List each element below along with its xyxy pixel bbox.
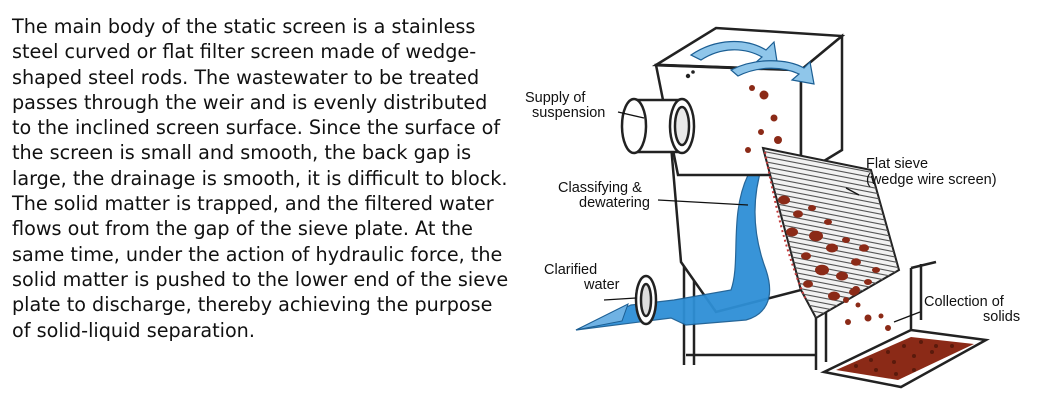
description-line: same time, under the action of hydraulic…: [12, 242, 517, 267]
collection-label: Collection of solids: [924, 294, 1020, 325]
sieve-solid: [815, 265, 829, 276]
tray-solid: [854, 364, 858, 368]
description-line: The main body of the static screen is a …: [12, 14, 517, 39]
static-screen-diagram: Supply of suspension Classifying & dewat…: [516, 0, 1059, 409]
description-line: of solid-liquid separation.: [12, 318, 517, 343]
description-line: steel curved or flat filter screen made …: [12, 39, 517, 64]
sieve-solid: [828, 292, 840, 301]
sieve-solid: [836, 272, 848, 281]
tray-solid: [886, 350, 890, 354]
sieve-solid: [801, 252, 811, 260]
tray-solid: [894, 372, 898, 376]
sieve-solid: [778, 196, 790, 205]
sieve-solid: [808, 205, 816, 211]
description-line: solid matter is pushed to the lower end …: [12, 267, 517, 292]
flat-sieve-label: Flat sieve (wedge wire screen): [866, 156, 997, 188]
sieve-solid: [809, 231, 823, 242]
description-line: The solid matter is trapped, and the fil…: [12, 191, 517, 216]
clarified-water-label: Clarified water: [544, 262, 620, 293]
sieve-solid: [864, 279, 872, 285]
tray-solid: [869, 358, 873, 362]
tray-solid: [934, 344, 938, 348]
description-line: passes through the weir and is evenly di…: [12, 90, 517, 115]
description-text: The main body of the static screen is a …: [12, 14, 517, 343]
sieve-wire: [756, 305, 916, 336]
solids-collection-tray: [824, 330, 986, 387]
tray-solid: [930, 350, 934, 354]
supply-pipe: [622, 99, 694, 153]
tray-solid: [950, 344, 954, 348]
classifying-label: Classifying & dewatering: [558, 180, 650, 211]
sieve-solid: [851, 258, 861, 266]
sieve-solid: [824, 219, 832, 225]
tray-solid: [892, 360, 896, 364]
sieve-solid: [793, 210, 803, 218]
description-line: shaped steel rods. The wastewater to be …: [12, 65, 517, 90]
supply-label: Supply of suspension: [525, 90, 605, 121]
tray-solid: [912, 354, 916, 358]
tray-solid: [902, 344, 906, 348]
description-line: to the inclined screen surface. Since th…: [12, 115, 517, 140]
description-line: large, the drainage is smooth, it is dif…: [12, 166, 517, 191]
sieve-solid: [786, 228, 798, 237]
tray-solid: [874, 368, 878, 372]
sieve-solid: [859, 244, 869, 252]
tray-solid: [919, 340, 923, 344]
clarified-water-pipe: [636, 276, 656, 324]
sieve-solid: [872, 267, 880, 273]
description-line: the screen is small and smooth, the back…: [12, 140, 517, 165]
sieve-solid: [842, 237, 850, 243]
sieve-solid: [826, 244, 838, 253]
sieve-wire: [756, 310, 916, 341]
sieve-solid: [803, 280, 813, 288]
tray-solid: [912, 368, 916, 372]
description-line: flows out from the gap of the sieve plat…: [12, 216, 517, 241]
description-line: plate to discharge, thereby achieving th…: [12, 292, 517, 317]
